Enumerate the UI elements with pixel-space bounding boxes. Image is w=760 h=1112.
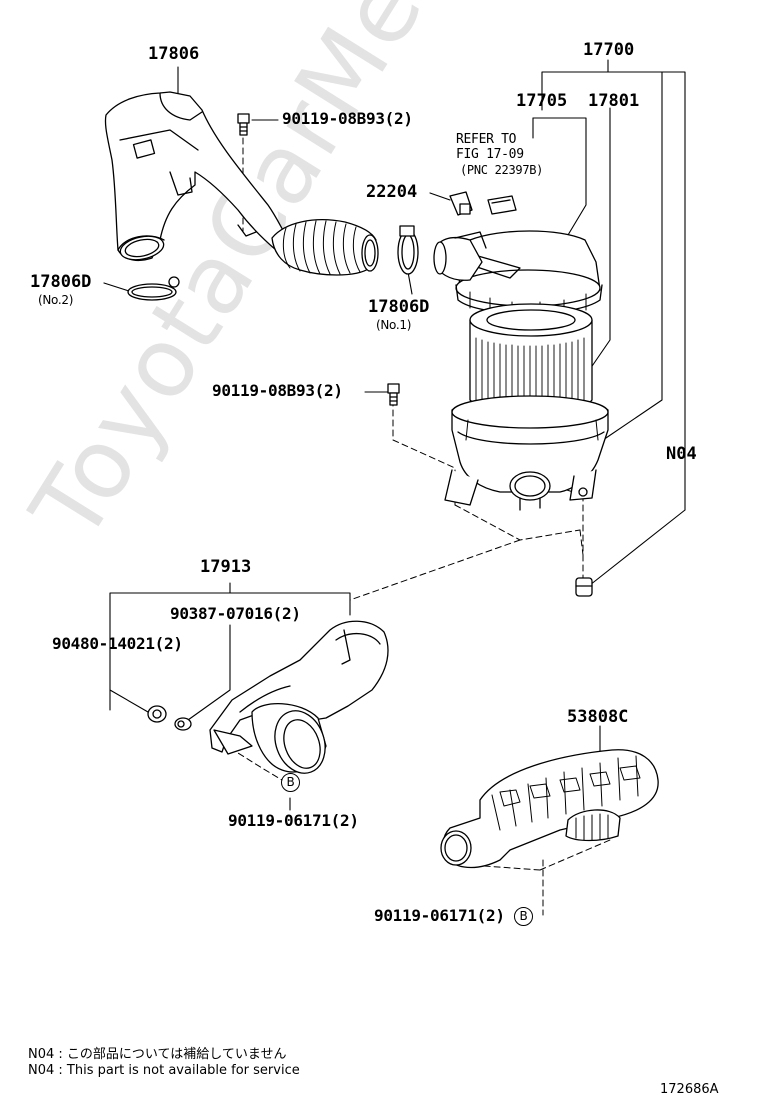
- hose-53808c: [440, 749, 659, 869]
- air-cleaner-case: [444, 395, 609, 511]
- grommet-90480: [147, 705, 167, 723]
- bolt-top: [237, 113, 250, 136]
- label-refer-to: REFER TO: [456, 132, 517, 147]
- label-refer-fig: FIG 17-09: [456, 148, 524, 162]
- bolt-mid: [387, 383, 400, 406]
- clamp-no1: [397, 225, 419, 275]
- label-17913: 17913: [200, 557, 252, 577]
- air-cleaner-cap: [433, 230, 603, 319]
- intake-hose-17806: [104, 91, 379, 276]
- label-refer-pnc: (PNC 22397B): [460, 163, 544, 177]
- b-circle-lower: B: [514, 907, 534, 926]
- duct-17913: [209, 620, 389, 774]
- label-53808c: 53808C: [567, 707, 629, 727]
- label-90387: 90387-07016(2): [170, 604, 301, 623]
- label-17806d-no1: 17806D: [368, 297, 430, 317]
- label-no1: (No.1): [376, 318, 412, 332]
- label-refer-fig-text: FIG 17-09: [456, 147, 524, 162]
- label-bolt-top: 90119-08B93(2): [282, 109, 413, 128]
- label-90480: 90480-14021(2): [52, 634, 183, 653]
- label-bolt-b1: 90119-06171(2): [228, 811, 359, 830]
- label-17806d-no2: 17806D: [30, 272, 92, 292]
- leader-lines: [103, 59, 686, 811]
- label-17806: 17806: [148, 44, 200, 64]
- label-17700: 17700: [583, 40, 635, 60]
- clip-90387: [174, 717, 192, 731]
- gasket-17-09: [487, 195, 517, 215]
- label-17705: 17705: [516, 91, 568, 111]
- figure-number: 172686A: [660, 1082, 719, 1097]
- note-n04-english: N04 : This part is not available for ser…: [28, 1063, 300, 1078]
- label-22204: 22204: [366, 182, 418, 202]
- label-bolt-b2: 90119-06171(2) B: [374, 906, 534, 926]
- b-circle-upper: B: [281, 773, 300, 792]
- grommet-n04: [575, 577, 593, 597]
- marker-b-upper: B: [281, 772, 300, 792]
- label-bolt-mid: 90119-08B93(2): [212, 381, 343, 400]
- air-flow-meter-22204: [449, 191, 473, 216]
- label-17801: 17801: [588, 91, 640, 111]
- note-n04-japanese: N04 : この部品については補給していません: [28, 1047, 287, 1062]
- label-n04: N04: [666, 444, 697, 464]
- label-no2: (No.2): [38, 293, 74, 307]
- label-bolt-b2-text: 90119-06171(2): [374, 906, 505, 925]
- clamp-no2: [127, 276, 180, 301]
